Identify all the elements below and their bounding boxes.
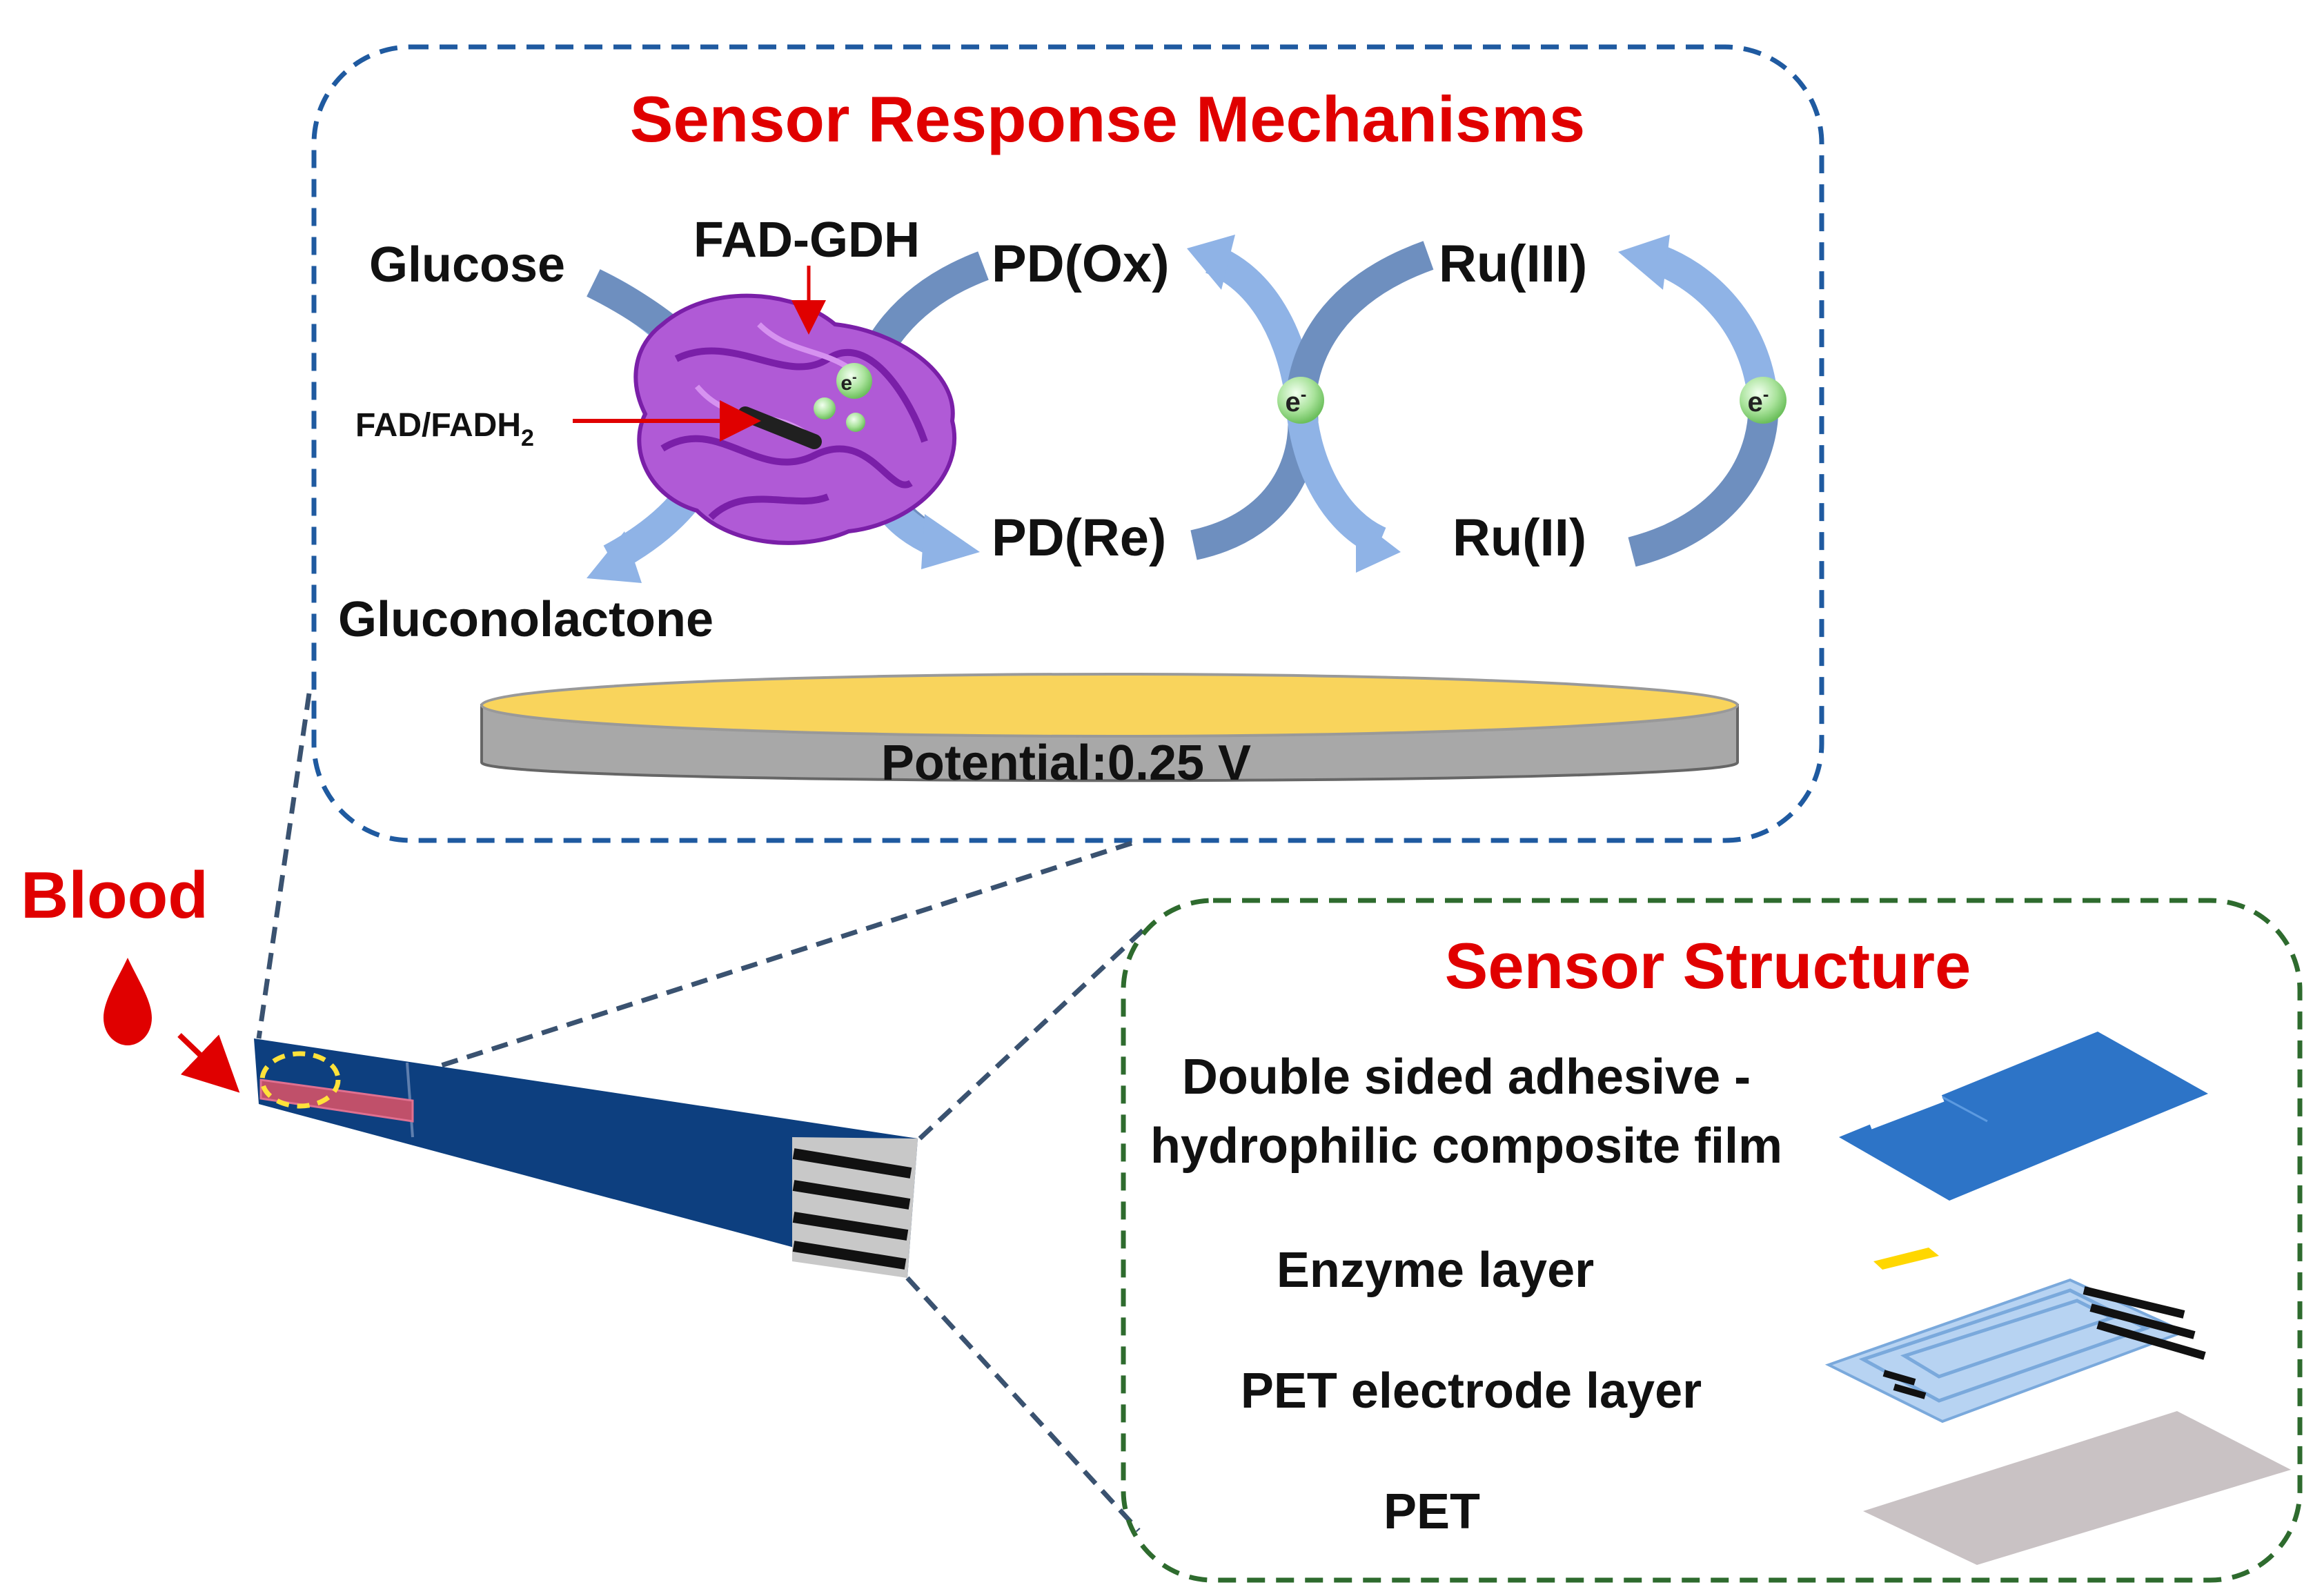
fad-fadh2-label: FAD/FADH2 <box>355 407 534 451</box>
test-strip: Blood <box>21 858 918 1278</box>
pd-re-label: PD(Re) <box>992 509 1166 567</box>
electron-enzyme-icon: e- <box>836 363 872 399</box>
electrode-disk: Potential:0.25 V <box>480 673 1739 791</box>
zoom-lines-mechanism <box>256 693 1133 1079</box>
mechanism-title: Sensor Response Mechanisms <box>630 83 1585 155</box>
mediator-cycle-arrows <box>1187 235 1434 573</box>
structure-title: Sensor Structure <box>1445 929 1971 1002</box>
sample-channel <box>259 1078 414 1123</box>
fad-gdh-label: FAD-GDH <box>693 213 920 268</box>
svg-text:e-: e- <box>840 370 856 395</box>
pd-ox-label: PD(Ox) <box>992 235 1170 293</box>
potential-label: Potential:0.25 V <box>881 736 1251 791</box>
strip-body <box>254 1038 918 1278</box>
layer-adhesive-label-line1: Double sided adhesive - <box>1182 1050 1751 1105</box>
layer-adhesive-label-line2: hydrophilic composite film <box>1150 1119 1782 1174</box>
mechanism-panel: Sensor Response Mechanisms <box>311 44 1824 843</box>
gluconolactone-label: Gluconolactone <box>338 592 713 647</box>
svg-text:e-: e- <box>1748 384 1769 417</box>
zoom-lines-structure <box>905 923 1151 1533</box>
electrode-layer-icon <box>1824 1278 2206 1423</box>
structure-panel-border <box>1121 898 2303 1583</box>
electron-mediator-icon: e- <box>1277 377 1324 424</box>
layer-electrode-label: PET electrode layer <box>1241 1363 1702 1419</box>
blood-pointer <box>177 1033 240 1093</box>
ru3-label: Ru(III) <box>1439 235 1587 293</box>
strip-contacts <box>792 1137 918 1278</box>
glucose-label: Glucose <box>369 237 565 293</box>
blood-label: Blood <box>21 858 208 932</box>
layer-enzyme-label: Enzyme layer <box>1277 1243 1594 1298</box>
svg-text:e-: e- <box>1286 384 1307 417</box>
blood-drop-icon <box>104 958 152 1045</box>
adhesive-layer-icon <box>1839 1032 2208 1201</box>
ru2-label: Ru(II) <box>1453 509 1586 567</box>
structure-panel: Sensor Structure Double sided adhesive -… <box>1121 898 2303 1583</box>
mechanism-panel-border <box>311 44 1824 843</box>
layer-pet-label: PET <box>1384 1484 1480 1539</box>
electron-electrode-icon: e- <box>1740 377 1787 424</box>
pet-layer-icon <box>1863 1411 2291 1565</box>
sample-inlet-icon <box>259 1051 341 1109</box>
enzyme-layer-icon <box>1873 1248 1939 1270</box>
